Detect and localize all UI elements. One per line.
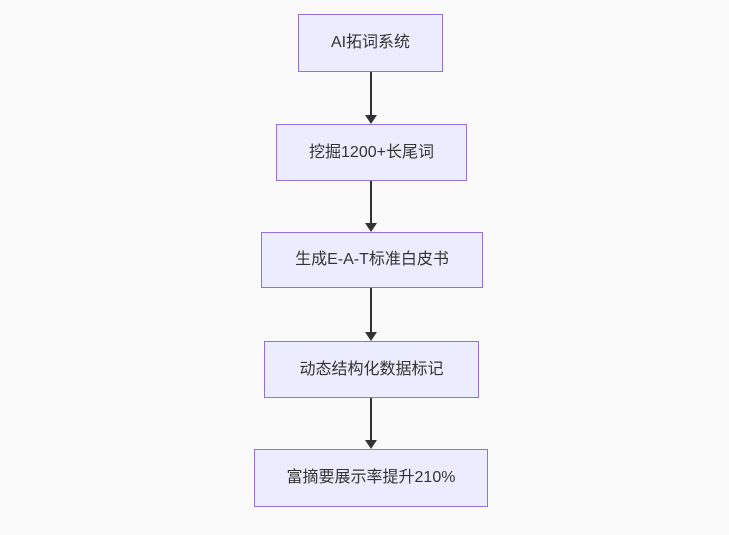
arrow-line (370, 398, 372, 440)
flow-arrow-4 (364, 398, 378, 449)
flowchart-node-5-label: 富摘要展示率提升210% (286, 469, 456, 487)
flowchart-node-5: 富摘要展示率提升210% (254, 449, 488, 507)
flowchart-node-1: AI拓词系统 (298, 14, 443, 72)
arrow-line (370, 181, 372, 223)
arrow-line (370, 288, 372, 332)
arrowhead-down-icon (365, 223, 377, 232)
flowchart-node-1-label: AI拓词系统 (330, 34, 411, 52)
flow-arrow-3 (364, 288, 378, 341)
flowchart-node-3: 生成E-A-T标准白皮书 (261, 232, 483, 288)
arrowhead-down-icon (365, 440, 377, 449)
arrowhead-down-icon (365, 332, 377, 341)
arrowhead-down-icon (365, 115, 377, 124)
flowchart-node-2-label: 挖掘1200+长尾词 (309, 143, 434, 161)
flowchart-node-4: 动态结构化数据标记 (264, 341, 479, 398)
flowchart-node-2: 挖掘1200+长尾词 (276, 124, 467, 181)
flow-arrow-1 (364, 72, 378, 124)
flowchart-node-4-label: 动态结构化数据标记 (299, 360, 444, 378)
flowchart-node-3-label: 生成E-A-T标准白皮书 (295, 251, 449, 269)
arrow-line (370, 72, 372, 115)
flow-arrow-2 (364, 181, 378, 232)
